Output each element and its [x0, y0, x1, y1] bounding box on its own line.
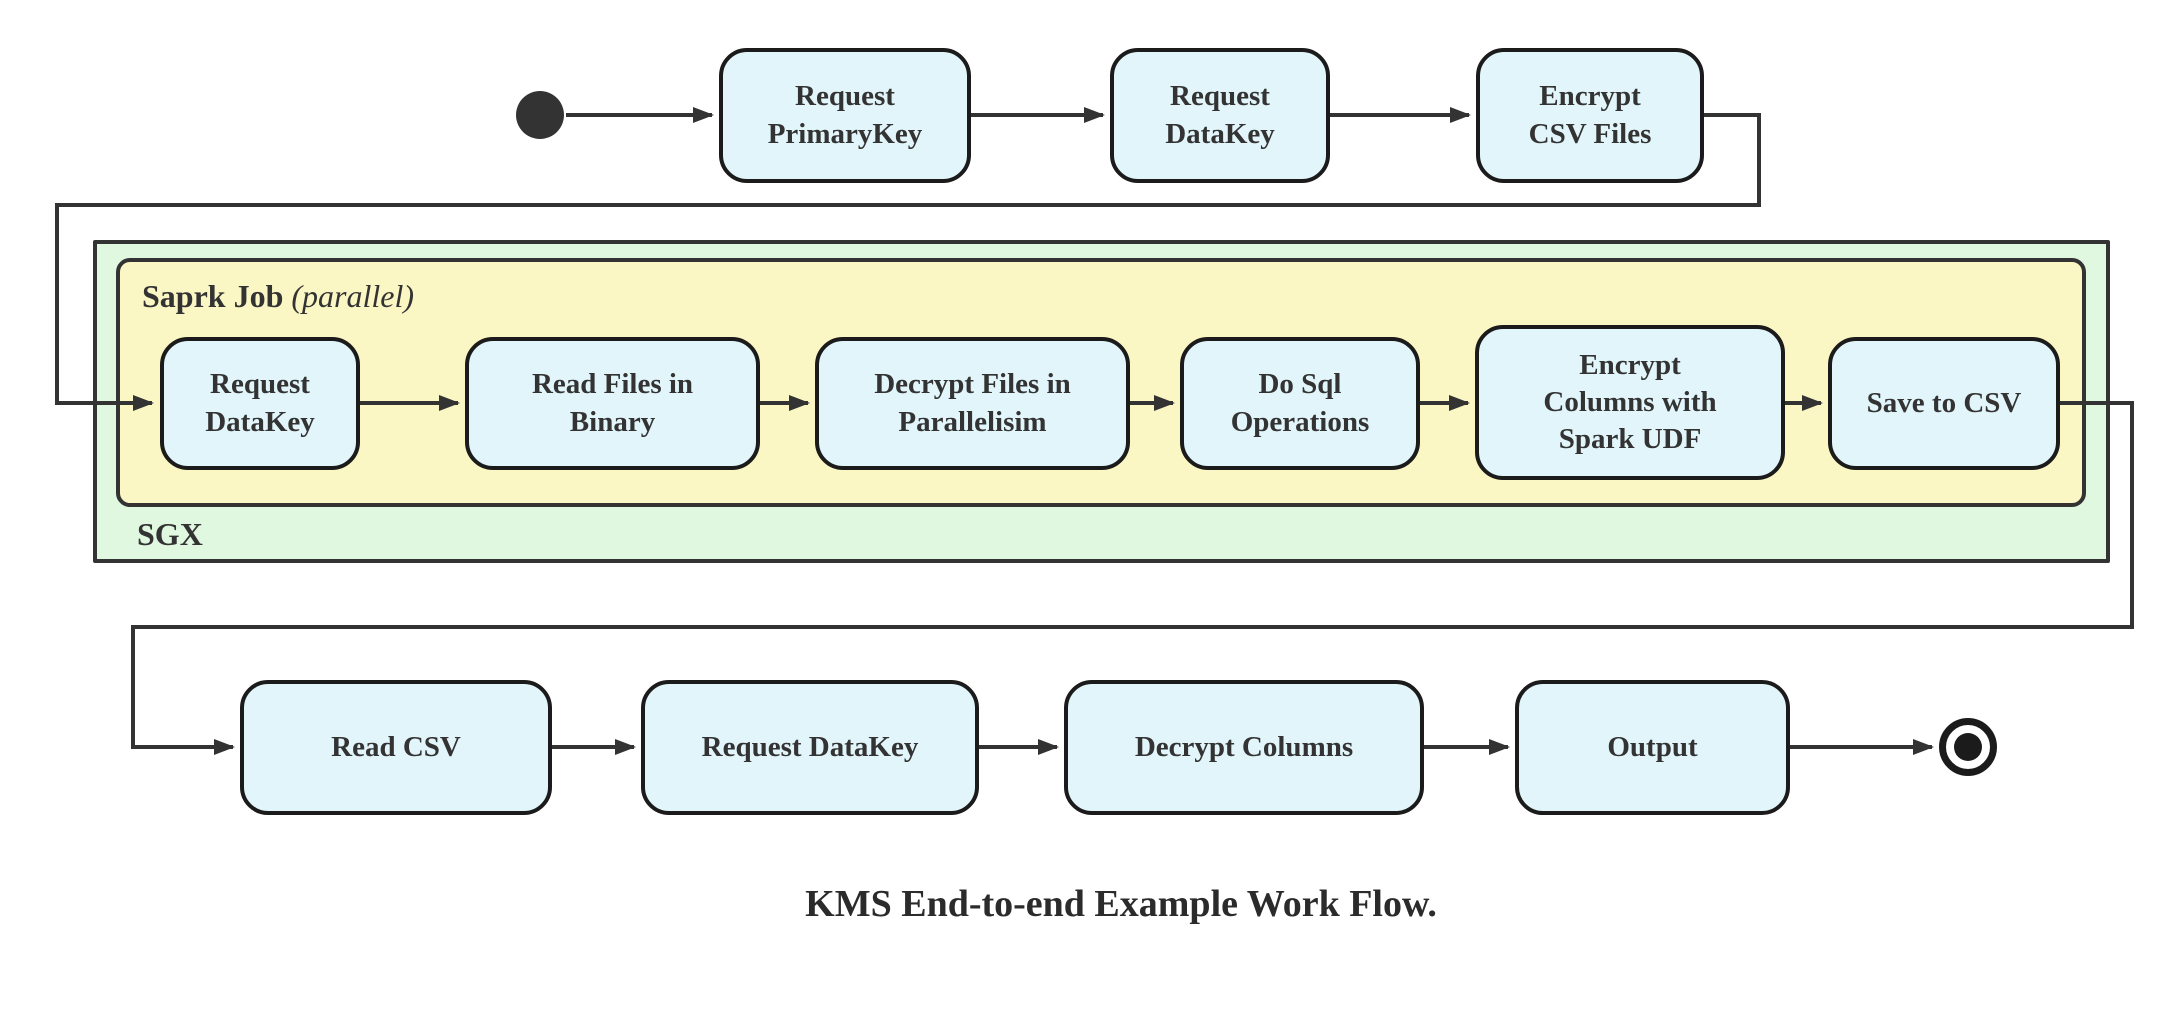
state-label: Do Sql Operations [1230, 368, 1370, 438]
state-decrypt-columns: Decrypt Columns [1064, 680, 1424, 815]
state-encrypt-columns-with-spark-udf: Encrypt Columns with Spark UDF [1475, 325, 1785, 480]
state-request-datakey-sgx: Request DataKey [160, 337, 360, 470]
state-request-datakey-bottom: Request DataKey [641, 680, 979, 815]
state-label: Encrypt CSV Files [1528, 80, 1652, 150]
state-label: Decrypt Files in Parallelisim [874, 368, 1071, 438]
state-read-files-in-binary: Read Files in Binary [465, 337, 760, 470]
state-label: Request DataKey [205, 368, 315, 438]
state-request-primarykey: Request PrimaryKey [719, 48, 971, 183]
state-request-datakey-top: Request DataKey [1110, 48, 1330, 183]
state-label: Request DataKey [1165, 80, 1275, 150]
state-do-sql-operations: Do Sql Operations [1180, 337, 1420, 470]
state-label: Output [1607, 730, 1698, 763]
state-save-to-csv: Save to CSV [1828, 337, 2060, 470]
state-label: Decrypt Columns [1134, 730, 1354, 763]
state-decrypt-files-in-parallelisim: Decrypt Files in Parallelisim [815, 337, 1130, 470]
state-label: Request PrimaryKey [767, 80, 923, 150]
spark-job-container-label: Saprk Job (parallel) [142, 278, 414, 315]
state-label: Read CSV [331, 730, 461, 763]
spark-job-label-parallel: (parallel) [291, 278, 415, 314]
diagram-caption: KMS End-to-end Example Work Flow. [805, 883, 1437, 925]
sgx-container-label: SGX [137, 516, 203, 552]
spark-job-label-bold: Saprk Job [142, 278, 284, 314]
state-output: Output [1515, 680, 1790, 815]
state-label: Encrypt Columns with Spark UDF [1543, 348, 1717, 456]
state-label: Request DataKey [701, 730, 919, 763]
state-label: Save to CSV [1866, 386, 2022, 419]
initial-state-icon [516, 91, 564, 139]
state-encrypt-csv-files: Encrypt CSV Files [1476, 48, 1704, 183]
state-label: Read Files in Binary [531, 368, 694, 438]
final-state-icon [1939, 718, 1997, 776]
state-read-csv: Read CSV [240, 680, 552, 815]
final-state-inner-dot [1954, 733, 1982, 761]
